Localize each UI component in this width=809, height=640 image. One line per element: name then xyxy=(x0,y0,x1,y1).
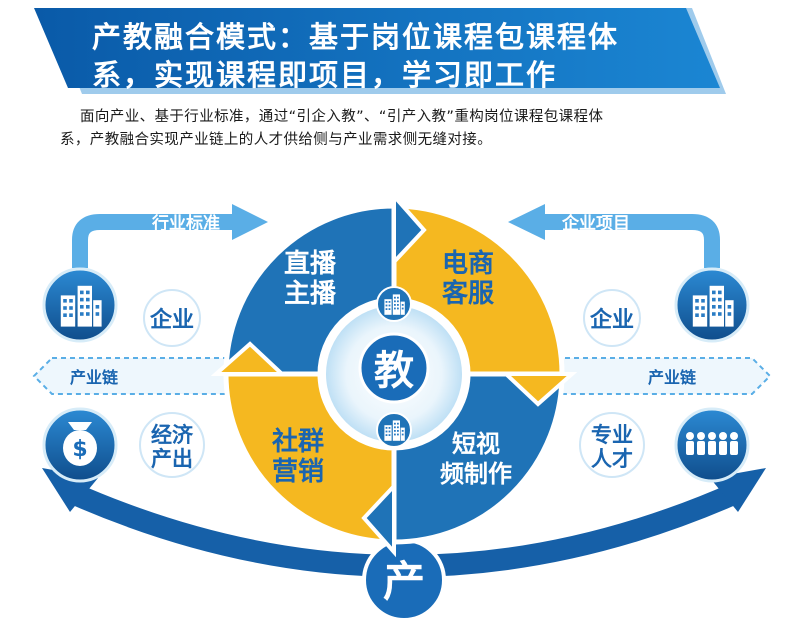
bottom-label-industry: 产 xyxy=(383,557,425,606)
hub-center-circle xyxy=(358,332,430,404)
left-enterprise-label: 企业 xyxy=(149,307,194,333)
arrow-label-industry-standard: 行业标准 xyxy=(151,213,220,234)
segment-label-top-left-2: 主播 xyxy=(284,279,337,309)
segment-label-bottom-left-2: 营销 xyxy=(272,457,324,487)
notch-left xyxy=(210,341,288,376)
left-top-connector xyxy=(72,214,232,268)
right-talent-badge xyxy=(579,412,645,478)
right-enterprise-label: 企业 xyxy=(589,307,634,333)
notch-right xyxy=(500,372,578,407)
segment-top-left xyxy=(223,203,397,377)
left-enterprise-badge xyxy=(143,289,201,347)
money-bag-icon: $ xyxy=(63,422,97,466)
left-output-label-2: 产出 xyxy=(151,447,193,471)
hub-building-bottom xyxy=(376,412,412,448)
intro-line-2: 系，产教融合实现产业链上的人才供给侧与产业需求侧无缝对接。 xyxy=(60,132,493,148)
segment-label-bottom-right-1: 短视 xyxy=(452,430,500,458)
right-talent-label-2: 人才 xyxy=(591,447,633,471)
segment-label-top-right-1: 电商 xyxy=(442,248,494,279)
right-talent-label-1: 专业 xyxy=(591,423,633,447)
notch-top xyxy=(392,190,427,268)
left-output-label-1: 经济 xyxy=(151,423,194,447)
hub-building-top xyxy=(376,286,412,322)
svg-text:$: $ xyxy=(72,437,87,462)
left-money-icon-circle: $ xyxy=(42,407,118,483)
right-enterprise-icon-circle xyxy=(674,267,750,343)
right-enterprise-badge xyxy=(583,289,641,347)
page-title: 产教融合模式：基于岗位课程包课程体 系，实现课程即项目，学习即工作 xyxy=(92,18,712,94)
right-arrow-head xyxy=(232,204,268,240)
segment-label-bottom-left-1: 社群 xyxy=(272,426,324,457)
chain-label-left: 产业链 xyxy=(70,368,119,387)
segment-top-right xyxy=(391,203,565,377)
intro-line-1: 面向产业、基于行业标准，通过“引企入教”、“引产入教”重构岗位课程包课程体 xyxy=(80,109,604,125)
left-output-badge xyxy=(139,412,205,478)
left-arrow-head xyxy=(508,204,545,240)
title-banner: 产教融合模式：基于岗位课程包课程体 系，实现课程即项目，学习即工作 xyxy=(34,8,726,94)
segment-bottom-left xyxy=(223,371,397,545)
intro-paragraph: 面向产业、基于行业标准，通过“引企入教”、“引产入教”重构岗位课程包课程体 系，… xyxy=(60,106,760,152)
hub-label-education: 教 xyxy=(374,348,414,394)
right-talent-icon-circle xyxy=(674,407,750,483)
title-line-2: 系，实现课程即项目，学习即工作 xyxy=(92,58,558,92)
chain-label-right: 产业链 xyxy=(648,368,697,387)
left-enterprise-icon-circle xyxy=(42,267,118,343)
segment-bottom-right xyxy=(391,371,565,545)
segment-label-top-right-2: 客服 xyxy=(442,278,495,309)
title-line-1: 产教融合模式：基于岗位课程包课程体 xyxy=(92,20,620,54)
arrow-label-enterprise-project: 企业项目 xyxy=(561,213,630,234)
people-icon xyxy=(686,432,738,455)
right-top-connector xyxy=(545,214,720,268)
banner-shape xyxy=(34,8,726,94)
notch-bottom xyxy=(361,480,396,558)
segment-label-top-left-1: 直播 xyxy=(284,249,337,279)
segment-label-bottom-right-2: 频制作 xyxy=(440,460,512,488)
